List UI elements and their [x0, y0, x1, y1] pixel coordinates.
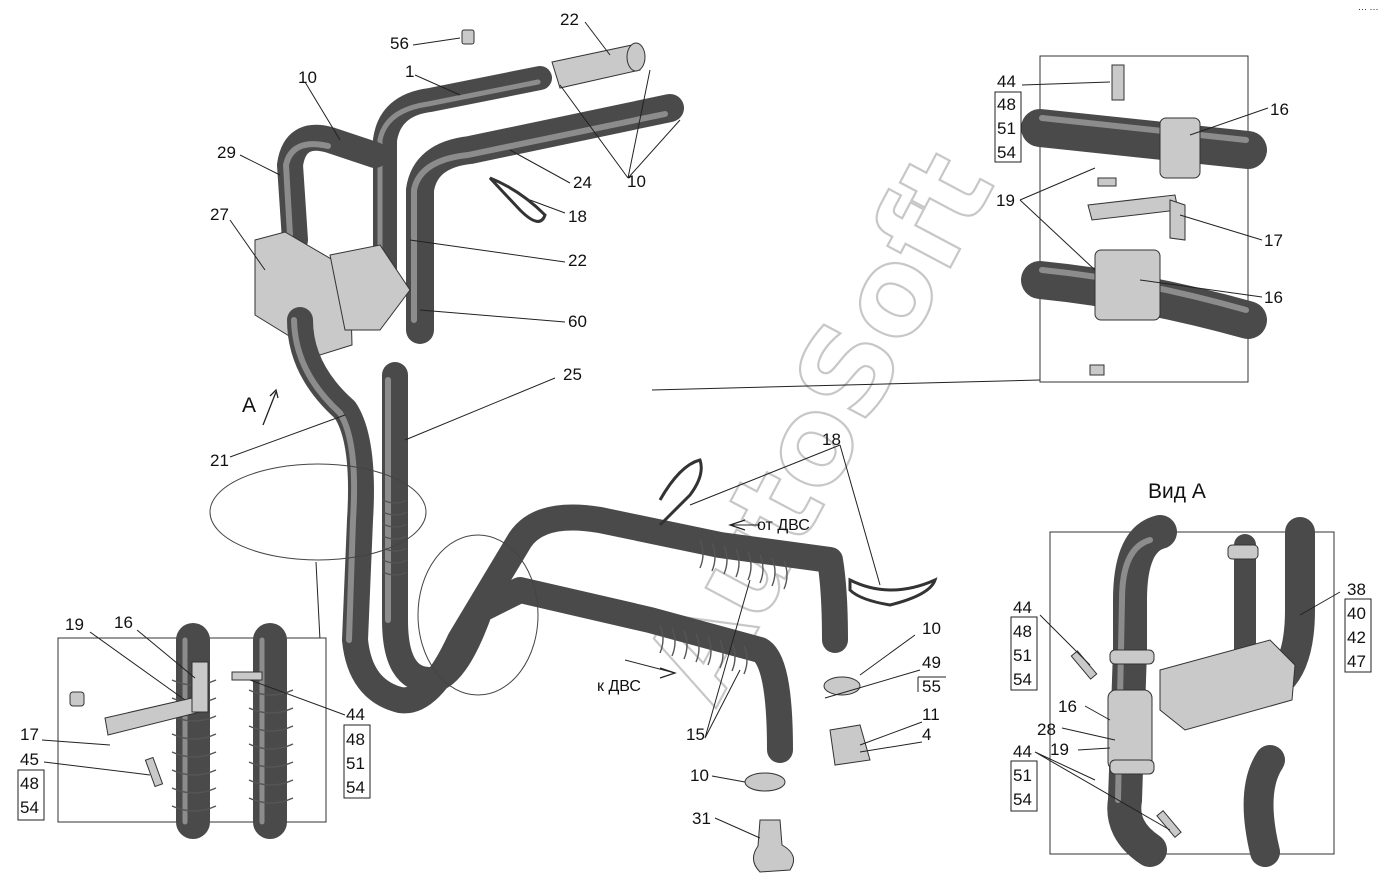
clamp-10-lower — [744, 772, 786, 792]
view-marker-a: А — [242, 394, 256, 417]
detail-bl-48: 48 — [20, 774, 39, 793]
callout-18-b: 18 — [822, 430, 841, 449]
detail-bl-48b: 48 — [346, 730, 365, 749]
strap-18-upper — [488, 176, 547, 223]
callout-1: 1 — [405, 62, 414, 81]
detail-view-a: Вид А 44 48 51 54 38 40 42 47 16 28 19 4… — [1010, 480, 1372, 867]
callout-4: 4 — [922, 725, 931, 744]
callout-15: 15 — [686, 725, 705, 744]
callout-31: 31 — [692, 809, 711, 828]
callout-10-c: 10 — [922, 619, 941, 638]
detail-bl-51: 51 — [346, 754, 365, 773]
view-a-54-bottom: 54 — [1013, 790, 1032, 809]
callout-60: 60 — [568, 312, 587, 331]
callout-10-b: 10 — [627, 172, 646, 191]
view-a-48-top: 48 — [1013, 622, 1032, 641]
view-a-40: 40 — [1347, 604, 1366, 623]
callout-55: 55 — [922, 677, 941, 696]
view-a-51-bottom: 51 — [1013, 766, 1032, 785]
view-a-42: 42 — [1347, 628, 1366, 647]
spring-coils — [382, 499, 788, 675]
callout-49: 49 — [922, 653, 941, 672]
detail-top-right: 44 48 51 54 16 19 17 16 — [994, 55, 1289, 383]
tap-4 — [829, 724, 871, 766]
detail-tr-16-top: 16 — [1270, 100, 1289, 119]
callout-24: 24 — [573, 173, 592, 192]
cap-56 — [461, 29, 475, 45]
detail-tr-17: 17 — [1264, 231, 1283, 250]
label-from-engine: от ДВС — [757, 517, 810, 534]
callout-21: 21 — [210, 451, 229, 470]
fitting-31 — [753, 819, 795, 873]
callout-29: 29 — [217, 143, 236, 162]
view-a-19: 19 — [1050, 740, 1069, 759]
view-a-title: Вид А — [1148, 480, 1206, 503]
label-to-engine: к ДВС — [597, 678, 641, 695]
corner-mark: ··· ··· — [1358, 4, 1378, 14]
callout-18-a: 18 — [568, 207, 587, 226]
view-a-54-top: 54 — [1013, 670, 1032, 689]
view-a-44-bottom: 44 — [1013, 742, 1032, 761]
view-a-47: 47 — [1347, 652, 1366, 671]
view-a-44-top: 44 — [1013, 598, 1032, 617]
leader-lines — [229, 21, 1041, 839]
detail-bl-44: 44 — [346, 705, 365, 724]
view-a-51-top: 51 — [1013, 646, 1032, 665]
detail-bl-19: 19 — [65, 615, 84, 634]
detail-tr-19: 19 — [996, 191, 1015, 210]
callout-56: 56 — [390, 34, 409, 53]
callout-25: 25 — [563, 365, 582, 384]
main-callouts: 56 22 1 10 29 10 24 18 27 22 60 25 21 18… — [210, 4, 1378, 828]
view-a-38: 38 — [1347, 580, 1366, 599]
detail-tr-16-bottom: 16 — [1264, 288, 1283, 307]
callout-27: 27 — [210, 205, 229, 224]
detail-bl-54b: 54 — [346, 778, 365, 797]
detail-bottom-left: 19 16 17 45 48 54 44 48 51 54 — [17, 613, 371, 839]
detail-bl-16: 16 — [114, 613, 133, 632]
callout-10-d: 10 — [690, 766, 709, 785]
callout-11: 11 — [922, 705, 940, 724]
detail-tr-54: 54 — [997, 143, 1016, 162]
view-a-16: 16 — [1058, 697, 1077, 716]
detail-tr-44: 44 — [997, 72, 1016, 91]
callout-10-a: 10 — [298, 68, 317, 87]
detail-bl-17: 17 — [20, 725, 39, 744]
detail-tr-51: 51 — [997, 119, 1016, 138]
detail-bl-45: 45 — [20, 750, 39, 769]
callout-22-top: 22 — [560, 10, 579, 29]
callout-22-mid: 22 — [568, 251, 587, 270]
view-a-28: 28 — [1037, 720, 1056, 739]
main-assembly — [209, 29, 938, 873]
detail-tr-48: 48 — [997, 95, 1016, 114]
detail-bl-54: 54 — [20, 798, 39, 817]
flow-arrows — [262, 388, 760, 679]
strap-18-lower — [848, 577, 938, 607]
clamp-10 — [823, 676, 861, 696]
